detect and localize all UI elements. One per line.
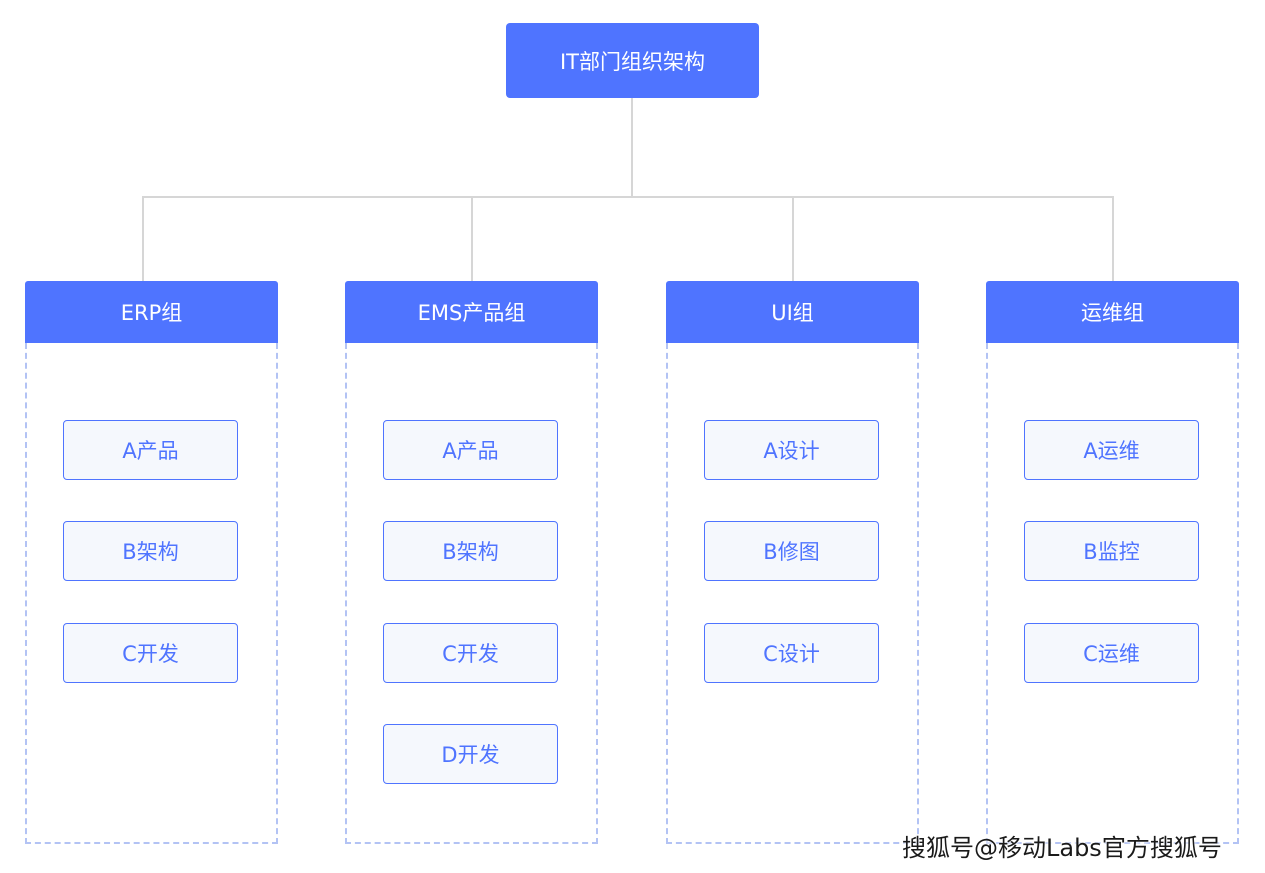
group-title: 运维组 xyxy=(1081,301,1144,325)
group-item: A产品 xyxy=(63,420,238,480)
group-item: C运维 xyxy=(1024,623,1199,683)
group-item: C开发 xyxy=(63,623,238,683)
group-item: B监控 xyxy=(1024,521,1199,581)
group-body xyxy=(25,343,278,844)
root-node: IT部门组织架构 xyxy=(506,23,759,98)
group-title: UI组 xyxy=(771,301,814,325)
group-ui: UI组 A设计 B修图 C设计 xyxy=(666,281,919,845)
group-item: A运维 xyxy=(1024,420,1199,480)
group-body xyxy=(666,343,919,844)
watermark: 搜狐号@移动Labs官方搜狐号 xyxy=(902,834,1222,862)
group-item: B架构 xyxy=(63,521,238,581)
group-item: C开发 xyxy=(383,623,558,683)
group-header: 运维组 xyxy=(986,281,1239,343)
group-item: D开发 xyxy=(383,724,558,784)
group-body xyxy=(345,343,598,844)
group-item: C设计 xyxy=(704,623,879,683)
group-title: ERP组 xyxy=(120,301,183,325)
group-item: A设计 xyxy=(704,420,879,480)
group-ems: EMS产品组 A产品 B架构 C开发 D开发 xyxy=(345,281,598,845)
root-node-label: IT部门组织架构 xyxy=(559,49,706,74)
group-item: B修图 xyxy=(704,521,879,581)
group-body xyxy=(986,343,1239,844)
group-erp: ERP组 A产品 B架构 C开发 xyxy=(25,281,278,845)
group-header: EMS产品组 xyxy=(345,281,598,343)
group-item: A产品 xyxy=(383,420,558,480)
group-title: EMS产品组 xyxy=(417,301,526,325)
group-header: UI组 xyxy=(666,281,919,343)
group-item: B架构 xyxy=(383,521,558,581)
group-ops: 运维组 A运维 B监控 C运维 xyxy=(986,281,1239,845)
group-header: ERP组 xyxy=(25,281,278,343)
